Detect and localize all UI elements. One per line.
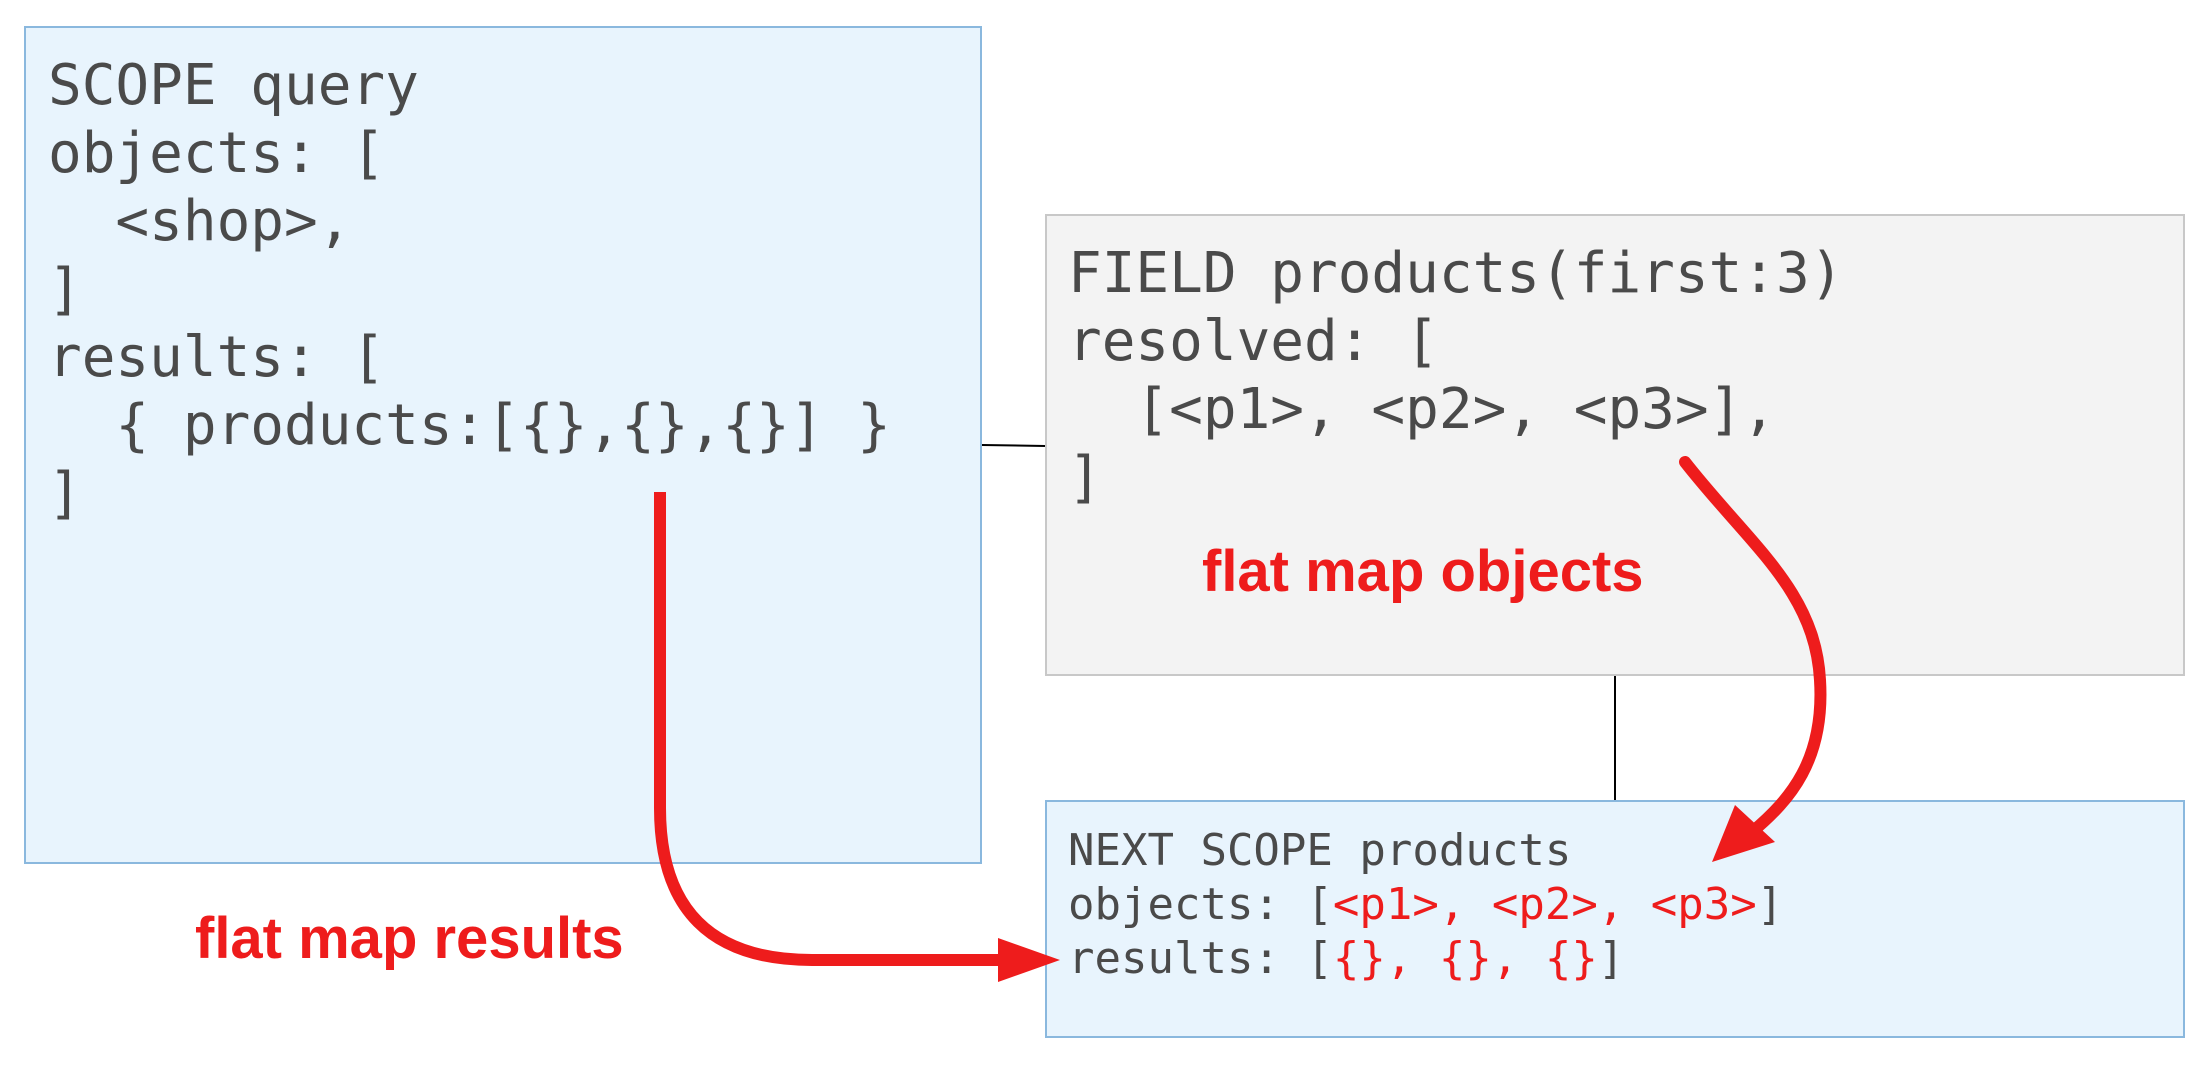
next-objects-value: <p1>, <p2>, <p3> (1332, 879, 1757, 930)
scope-line-products: { products:[{},{},{}] } (48, 393, 891, 458)
flat-map-results-arrowhead (998, 938, 1060, 982)
scope-line-results-open: results: [ (48, 325, 386, 390)
next-objects-key: objects: [ (1068, 879, 1333, 930)
scope-field-connector (981, 444, 1046, 447)
next-results-close: ] (1597, 933, 1625, 984)
next-line-title: NEXT SCOPE products (1068, 825, 1572, 876)
flat-map-results-arrow (654, 492, 1000, 966)
flat-map-objects-label: flat map objects (1202, 539, 1644, 604)
next-line-results: results: [{}, {}, {}] (1068, 932, 1783, 986)
field-products-code: FIELD products(first:3)resolved: [ [<p1>… (1068, 240, 1843, 512)
flat-map-objects-arrowhead (1712, 805, 1775, 862)
scope-line-title: SCOPE query (48, 53, 419, 118)
scope-line-results-close: ] (48, 461, 82, 526)
field-line-products: [<p1>, <p2>, <p3>], (1068, 377, 1777, 442)
field-line-title: FIELD products(first:3) (1068, 241, 1844, 306)
scope-line-objects-close: ] (48, 257, 82, 322)
flat-map-results-label: flat map results (195, 906, 624, 971)
next-results-value: {}, {}, {} (1332, 933, 1598, 984)
scope-query-box (24, 26, 982, 864)
field-products-box (1045, 214, 2185, 676)
field-line-resolved-open: resolved: [ (1068, 309, 1439, 374)
next-scope-box (1045, 800, 2185, 1038)
flat-map-objects-arrow (1679, 456, 1827, 838)
field-line-resolved-close: ] (1068, 445, 1102, 510)
next-line-objects: objects: [<p1>, <p2>, <p3>] (1068, 878, 1783, 932)
next-results-key: results: [ (1068, 933, 1333, 984)
next-objects-close: ] (1756, 879, 1784, 930)
scope-line-shop: <shop>, (48, 189, 352, 254)
scope-line-objects-open: objects: [ (48, 121, 386, 186)
